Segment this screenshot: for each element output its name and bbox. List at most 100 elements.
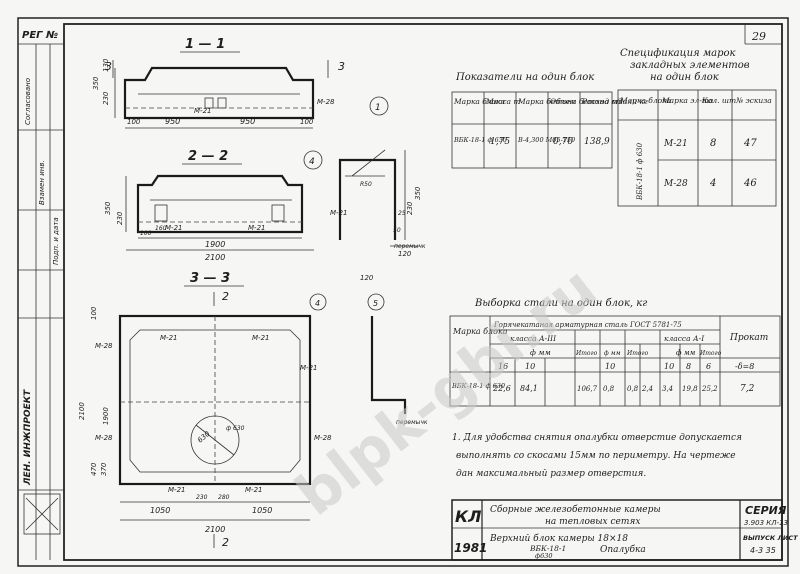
- tb-vypusk-label: ВЫПУСК ЛИСТ: [743, 534, 798, 542]
- vyb-h-itogo2: Итого: [626, 350, 649, 357]
- dim-1050-a: 1050: [150, 506, 170, 515]
- dim-120-a: 120: [398, 250, 412, 258]
- spec-r0-c2: 47: [743, 138, 757, 149]
- note-line-2: выполнять со скосами 15мм по периметру. …: [456, 451, 736, 461]
- page-number: 29: [751, 30, 766, 43]
- rebar-m21-a: М-21: [194, 107, 211, 115]
- rebar-m21-b: М-21: [165, 224, 182, 232]
- marker-1: 1: [375, 103, 381, 113]
- section-title-1-1: 1 — 1: [185, 37, 225, 52]
- vyb-h-itogo3: Итого: [699, 350, 722, 357]
- marker-3b: 3: [338, 60, 345, 73]
- section-title-3-3: 3 — 3: [190, 271, 230, 286]
- dim-2100-c: 2100: [78, 402, 86, 420]
- spec-title-3: на один блок: [650, 72, 719, 83]
- side-label-3: Подп. и дата: [52, 217, 60, 265]
- tb-name-6: Опалубка: [600, 544, 646, 555]
- vyb-r-8: 19,8: [682, 385, 698, 393]
- dim-230-c: 230: [196, 494, 208, 501]
- spec-title-1: Спецификация марок: [620, 48, 736, 59]
- org-name: ЛЕН. ИНЖПРОЕКТ: [23, 389, 33, 486]
- dim-350-a: 350: [92, 76, 100, 90]
- pok-r-2: В-4,300 М05-150: [517, 136, 575, 144]
- marker-2a: 2: [222, 290, 229, 303]
- section-3-3: 3 — 3 2 630 М-21 М-21 М-28 М-28 М-28 М-2…: [78, 243, 428, 549]
- vyb-sub-1: 10: [525, 362, 535, 371]
- detail-node: 1 R50 4 М-21 350 230 25 50 120: [303, 96, 422, 258]
- tb-seria-label: СЕРИЯ: [745, 504, 787, 517]
- dim-630: 630: [196, 429, 212, 444]
- rebar-m21-i: М-21: [300, 364, 317, 372]
- vyb-h-fmm2: ф мм: [604, 350, 621, 357]
- spec-h-3: № эскиза: [735, 96, 772, 105]
- rebar-m28-b: М-28: [95, 434, 113, 442]
- marker-3a: 3: [105, 60, 112, 73]
- spec-r0-c1: 8: [710, 138, 716, 149]
- vyb-sub-4: 8: [686, 362, 691, 371]
- tb-seria: 3.903 КЛ-13: [744, 519, 788, 527]
- rebar-m21-h: М-21: [245, 486, 262, 494]
- pok-r-1: 1,75: [490, 137, 510, 147]
- rebar-m21-e: М-21: [160, 334, 177, 342]
- rebar-m28-a: М-28: [317, 98, 335, 106]
- side-label-2: Взамен инв.: [38, 160, 46, 205]
- pok-r-0: ВБК-18-1 ф 630: [453, 136, 507, 144]
- rebar-m28-c: М-28: [314, 434, 332, 442]
- marker-4: 4: [309, 157, 315, 167]
- tb-name-3: Верхний блок камеры 18×18: [489, 533, 628, 544]
- dim-230-b: 230: [116, 211, 124, 225]
- dim-280: 280: [218, 494, 230, 501]
- spec-h-0: Марка блока: [619, 96, 671, 105]
- pok-h-3: Объем бетона м3: [550, 97, 622, 106]
- side-label-1: Согласовано: [24, 78, 32, 125]
- pok-r-4: 138,9: [584, 137, 610, 147]
- stamp-label: РЕГ №: [22, 30, 58, 41]
- dim-230-a: 230: [102, 91, 110, 105]
- vyborka-table: Выборка стали на один блок, кг Марка бло…: [449, 298, 781, 407]
- title-block: КЛ 1981 Сборные железобетонные камеры на…: [451, 499, 798, 561]
- vyb-r-7: 3,4: [662, 385, 673, 393]
- spec-r1-c1: 4: [709, 178, 716, 189]
- dim-1900-b: 1900: [102, 407, 110, 425]
- vyb-h-prokat: Прокат: [729, 333, 768, 343]
- pok-h-2: Марка бетона: [517, 97, 576, 106]
- frame-inner: [63, 23, 783, 561]
- spec-r0-c0: М-21: [663, 139, 688, 149]
- vyb-h-a1: класса А-I: [664, 334, 705, 343]
- vyb-sub-3: 10: [664, 362, 674, 371]
- pok-h-0: Марка блока: [453, 97, 505, 106]
- dim-470: 470: [90, 462, 98, 476]
- dim-r: R50: [360, 181, 372, 188]
- dim-120-b: 120: [360, 274, 374, 282]
- vyb-h-itogo1: Итого: [575, 350, 598, 357]
- rebar-m28-d: М-28: [95, 342, 113, 350]
- marker-5: 5: [373, 299, 378, 308]
- note-line-3: дан максимальный размер отверстия.: [456, 469, 646, 479]
- pokazateli-title: Показатели на один блок: [455, 72, 594, 83]
- tb-name-4: ВБК-18-1: [529, 544, 566, 553]
- pok-h-1: Масса т: [485, 97, 521, 106]
- spec-r1-c2: 46: [743, 178, 757, 189]
- spec-block: ВБК-18-1 ф 630: [636, 142, 644, 201]
- section-2-2: 2 — 2 350 230 100 160 1900 2100 М-21 М-2…: [104, 149, 314, 262]
- dim-100-c: 100: [140, 230, 152, 237]
- marker-4b: 4: [315, 299, 320, 308]
- frame-outer: [17, 17, 789, 567]
- spec-h-2: Кол. шт: [701, 96, 736, 105]
- spec-h-1: Марка эл-та: [661, 96, 713, 105]
- dim-350-c: 350: [414, 186, 422, 200]
- tb-year: 1981: [454, 541, 487, 555]
- vyb-r-4: 0,8: [603, 385, 615, 393]
- dim-100-d: 100: [90, 306, 98, 320]
- dim-370: 370: [100, 462, 108, 476]
- perekr-label-2: перемычк: [396, 419, 428, 426]
- vyb-sub-6: -δ=8: [735, 362, 754, 371]
- dim-ob: ф 630: [226, 425, 245, 432]
- rebar-m21-f: М-21: [252, 334, 269, 342]
- dim-350-b: 350: [104, 201, 112, 215]
- vyb-r-1: 22,6: [492, 384, 511, 393]
- dim-130-a: 130: [102, 58, 110, 72]
- note-block: 1. Для удобства снятия опалубки отверсти…: [452, 432, 742, 479]
- dim-2100-a: 2100: [205, 253, 225, 262]
